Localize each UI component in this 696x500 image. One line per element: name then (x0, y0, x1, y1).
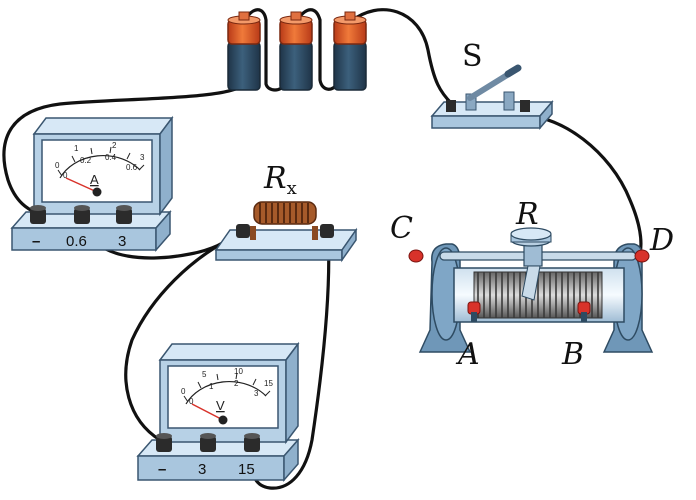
rheostat-terminal-d[interactable] (634, 249, 650, 263)
voltmeter-scale-minor-3: 3 (254, 389, 259, 398)
rx-label-sub: x (287, 178, 297, 199)
ammeter-scale-3: 3 (140, 153, 145, 162)
wire-battery-to-switch (348, 8, 454, 106)
wire-battery-to-ammeter (2, 82, 246, 216)
wire-rx-to-voltmeter-15 (249, 230, 331, 490)
voltmeter-unit: V (216, 398, 225, 413)
wire-battery-link-1 (242, 8, 286, 92)
rx-label-main: R (263, 161, 287, 196)
ammeter-scale-0: 0 (55, 161, 60, 170)
ammeter-terminal-neg[interactable] (30, 205, 46, 224)
ammeter-scale-minor-3: 0.6 (126, 163, 138, 172)
voltmeter-scale-5: 5 (202, 370, 207, 379)
ammeter-pivot (92, 187, 102, 197)
ammeter-needle (65, 177, 98, 193)
battery-3 (333, 11, 367, 91)
voltmeter-needle (191, 403, 224, 421)
ammeter-unit: A (90, 172, 99, 187)
rx-terminal-right[interactable] (320, 224, 334, 238)
wire-battery-link-2 (294, 8, 340, 91)
voltmeter-label-neg: – (158, 461, 166, 478)
voltmeter-terminal-15[interactable] (244, 433, 260, 452)
voltmeter-scale-15: 15 (264, 379, 273, 388)
voltmeter-pivot (218, 415, 228, 425)
rheostat: C D R A B (390, 197, 674, 372)
voltmeter-label-15: 15 (238, 461, 255, 478)
ammeter-scale-minor-0: 0 (63, 171, 68, 180)
voltmeter-scale-minor-1: 1 (209, 382, 214, 391)
ammeter-label-neg: – (32, 233, 40, 250)
rheostat-terminal-b[interactable] (577, 301, 591, 322)
ammeter-label-3: 3 (118, 233, 126, 250)
voltmeter-scale-0: 0 (181, 387, 186, 396)
battery-1 (227, 11, 261, 91)
rheostat-label-r: R (515, 197, 539, 232)
ammeter: 0 1 2 3 0 0.2 0.4 0.6 A – 0.6 3 (10, 115, 174, 252)
rx-coil (253, 201, 317, 225)
ammeter-scale-1: 1 (74, 144, 79, 153)
ammeter-terminal-0-6[interactable] (74, 205, 90, 224)
ammeter-scale-2: 2 (112, 141, 117, 150)
switch[interactable]: S (430, 39, 554, 131)
battery-2 (279, 11, 313, 91)
switch-label: S (462, 39, 483, 74)
ammeter-terminal-3[interactable] (116, 205, 132, 224)
rheostat-label-a: A (455, 337, 480, 372)
resistor-rx: Rx (214, 161, 358, 263)
voltmeter: 0 5 10 15 0 1 2 3 V – 3 15 (136, 341, 300, 482)
voltmeter-label-3: 3 (198, 461, 206, 478)
ammeter-scale-minor-2: 0.4 (105, 153, 117, 162)
wire-rx-to-voltmeter-neg (124, 230, 246, 442)
wire-switch-to-d (524, 114, 643, 256)
ammeter-label-0-6: 0.6 (66, 233, 87, 250)
rx-label: Rx (263, 161, 297, 199)
voltmeter-scale-minor-2: 2 (234, 379, 239, 388)
rheostat-terminal-a[interactable] (467, 301, 481, 322)
rheostat-terminal-c[interactable] (408, 249, 424, 263)
rheostat-label-c: C (390, 211, 413, 246)
battery-pack (227, 11, 367, 91)
voltmeter-scale-10: 10 (234, 367, 243, 376)
voltmeter-terminal-3[interactable] (200, 433, 216, 452)
rheostat-slider[interactable] (510, 227, 552, 301)
rheostat-label-d: D (649, 223, 674, 258)
rheostat-label-b: B (561, 337, 584, 372)
ammeter-scale-minor-1: 0.2 (80, 156, 92, 165)
voltmeter-terminal-neg[interactable] (156, 433, 172, 452)
rx-terminal-left[interactable] (236, 224, 250, 238)
voltmeter-scale-minor-0: 0 (189, 397, 194, 406)
